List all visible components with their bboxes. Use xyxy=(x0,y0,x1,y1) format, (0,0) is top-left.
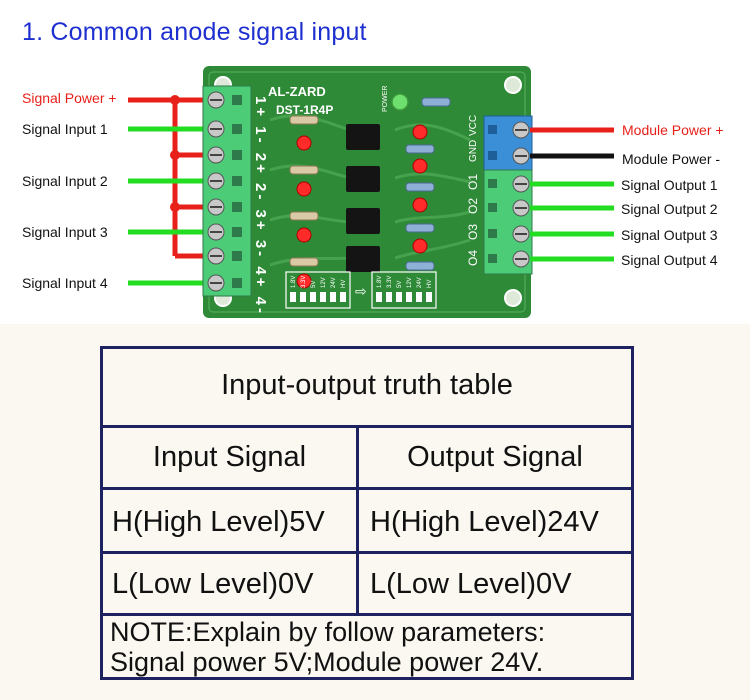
label-signal-input-1: Signal Input 1 xyxy=(22,121,108,137)
optocoupler xyxy=(346,208,380,234)
dip-selector-right: 1.8V 3.3V 5V 12V 24V HV xyxy=(371,271,437,309)
output-terminal-screws xyxy=(512,121,530,268)
label-signal-output-1: Signal Output 1 xyxy=(621,177,718,193)
table-background xyxy=(0,324,750,700)
label-signal-input-3: Signal Input 3 xyxy=(22,224,108,240)
mount-hole xyxy=(504,289,522,307)
dip-selector-left: 1.8V 3.3V 5V 12V 24V HV xyxy=(285,271,351,309)
input-terminal-screws xyxy=(207,91,225,292)
mount-hole xyxy=(504,76,522,94)
input-led xyxy=(296,227,312,243)
input-led xyxy=(296,273,312,289)
output-led xyxy=(412,197,428,213)
table-column-divider xyxy=(356,425,359,616)
optocoupler xyxy=(346,124,380,150)
table-cell: L(Low Level)0V xyxy=(370,568,572,600)
table-title: Input-output truth table xyxy=(221,369,513,401)
label-signal-output-4: Signal Output 4 xyxy=(621,252,718,268)
page-title: 1. Common anode signal input xyxy=(22,18,367,46)
dip-label: 5V xyxy=(311,281,317,288)
input-terminal-block xyxy=(202,85,252,297)
power-led-label: POWER xyxy=(382,86,389,112)
output-pin-label: VCC xyxy=(468,115,479,136)
dip-label: 3.3V xyxy=(387,276,393,288)
label-signal-output-2: Signal Output 2 xyxy=(621,201,718,217)
brand-text: AL-ZARD xyxy=(268,84,326,99)
dip-label: 24V xyxy=(417,277,423,288)
table-header-input: Input Signal xyxy=(152,441,307,473)
optocoupler xyxy=(346,246,380,272)
output-led xyxy=(412,158,428,174)
label-module-power-plus: Module Power + xyxy=(622,122,724,138)
dip-label: 24V xyxy=(331,277,337,288)
power-led xyxy=(391,93,409,111)
output-pin-label: O3 xyxy=(466,224,480,240)
output-led xyxy=(412,124,428,140)
table-header-output: Output Signal xyxy=(407,441,583,473)
output-pin-label: O4 xyxy=(466,250,480,266)
wiring-diagram: AL-ZARD DST-1R4P POWER 1+ 1- 2+ 2- 3+ 3-… xyxy=(128,66,614,318)
table-divider xyxy=(103,551,631,554)
table-divider xyxy=(103,613,631,616)
label-signal-input-2: Signal Input 2 xyxy=(22,173,108,189)
dip-label: HV xyxy=(341,280,347,288)
output-pin-label: O1 xyxy=(466,174,480,190)
arrow-icon: ⇨ xyxy=(355,284,367,300)
note-line: NOTE:Explain by follow parameters: xyxy=(110,617,546,647)
left-wires xyxy=(128,95,215,286)
input-led xyxy=(296,135,312,151)
output-pin-label: O2 xyxy=(466,198,480,214)
dip-label: 1.8V xyxy=(377,276,383,288)
dip-label: 12V xyxy=(321,277,327,288)
label-signal-power: Signal Power + xyxy=(22,90,117,106)
label-signal-output-3: Signal Output 3 xyxy=(621,227,718,243)
dip-label: 3.3V xyxy=(301,276,307,288)
table-cell: L(Low Level)0V xyxy=(112,568,314,600)
output-led xyxy=(412,238,428,254)
input-pin-labels: 1+ 1- 2+ 2- 3+ 3- 4+ 4- xyxy=(252,96,269,316)
optocoupler xyxy=(346,166,380,192)
table-cell: H(High Level)24V xyxy=(370,506,599,538)
dip-label: 12V xyxy=(407,277,413,288)
dip-label: HV xyxy=(427,280,433,288)
note-line: Signal power 5V;Module power 24V. xyxy=(110,647,544,677)
label-signal-input-4: Signal Input 4 xyxy=(22,275,108,291)
dip-label: 5V xyxy=(397,281,403,288)
truth-table: Input-output truth table Input Signal Ou… xyxy=(100,346,634,680)
label-module-power-minus: Module Power - xyxy=(622,151,721,167)
table-cell: H(High Level)5V xyxy=(112,506,325,538)
input-led xyxy=(296,181,312,197)
table-divider xyxy=(103,425,631,428)
channel-components xyxy=(289,97,451,289)
model-text: DST-1R4P xyxy=(276,103,333,117)
table-note: NOTE:Explain by follow parameters: Signa… xyxy=(110,617,545,677)
output-pin-label: GND xyxy=(468,140,479,162)
table-divider xyxy=(103,487,631,490)
dip-label: 1.8V xyxy=(291,276,297,288)
